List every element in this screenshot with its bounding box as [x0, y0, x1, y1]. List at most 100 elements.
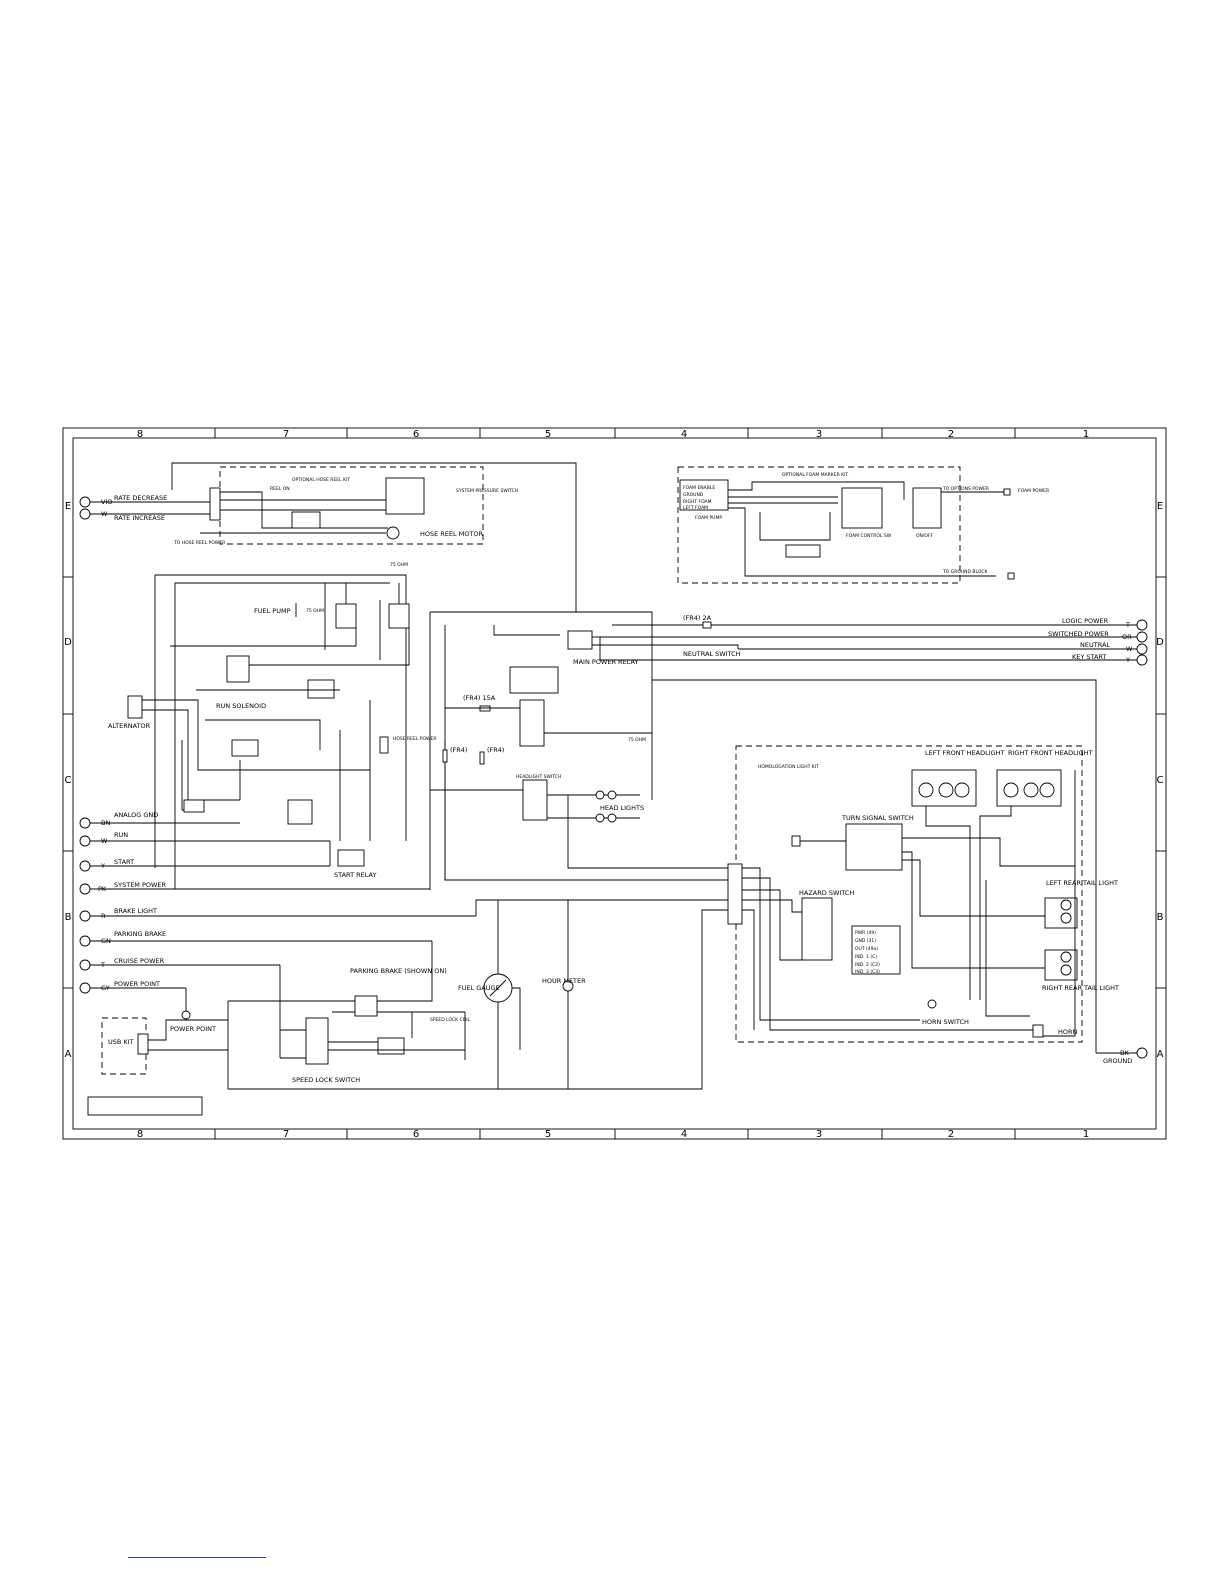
headlight-switch-label: HEADLIGHT SWITCH [516, 774, 561, 780]
connector-label-switched-power: SWITCHED POWER [1048, 630, 1109, 638]
footer-rule [128, 1557, 266, 1558]
hour-meter-label: HOUR METER [542, 977, 586, 985]
hose-reel-power-label: HOSE REEL POWER [393, 736, 436, 742]
fuse-label: (FR4) [450, 746, 467, 754]
on-off-label: ON/OFF [916, 533, 934, 539]
connector-label-start: START [114, 858, 134, 866]
foam-power-label: FOAM POWER [1018, 488, 1049, 494]
head-light-lamp [595, 790, 605, 800]
resistor-75-ohm-label: 75 OHM [628, 737, 646, 743]
column-labels-top: 8 7 6 5 4 3 2 1 [137, 429, 1089, 440]
svg-text:OUT (49a): OUT (49a) [855, 946, 878, 952]
left-rear-tail-light-label: LEFT REAR TAIL LIGHT [1046, 879, 1118, 887]
svg-text:IND. 2 (C2): IND. 2 (C2) [855, 962, 880, 968]
foam-kit-title: OPTIONAL FOAM MARKER KIT [782, 472, 848, 478]
fuse-2a [702, 621, 712, 629]
connector-label-system-power: SYSTEM POWER [114, 881, 167, 889]
head-light-lamp [607, 813, 617, 823]
to-ground-block-label: TO GROUND BLOCK [942, 569, 989, 575]
zone-col-label: 6 [413, 429, 419, 440]
hose-reel-motor-label: HOSE REEL MOTOR [420, 530, 484, 538]
speed-lock-coil-label: SPEED LOCK COIL [430, 1017, 471, 1023]
connector-label-key-start: KEY START [1072, 653, 1106, 661]
wire-code: W [101, 510, 108, 518]
fuse-15a [479, 705, 491, 712]
relay-panel [509, 666, 559, 694]
homologation-connector [727, 863, 743, 925]
run-solenoid-label: RUN SOLENOID [216, 702, 266, 710]
zone-col-label: 1 [1083, 429, 1089, 440]
zone-row-label: A [65, 1049, 72, 1060]
zone-col-label: 4 [681, 1129, 687, 1140]
alternator-label: ALTERNATOR [108, 722, 151, 730]
zone-row-label: D [1156, 637, 1164, 648]
fuse-label: (FR4) [487, 746, 504, 754]
fuel-relay [388, 603, 410, 629]
svg-text:FOAM ENABLE: FOAM ENABLE [683, 485, 715, 491]
wire-code: VIO [101, 498, 112, 506]
usb-kit-connector [137, 1033, 149, 1055]
parking-brake-area: PARKING BRAKE (SHOWN ON) SPEED LOCK COIL… [280, 967, 471, 1084]
start-relay-label: START RELAY [334, 871, 376, 879]
alternator: ALTERNATOR [108, 695, 370, 801]
turn-signal-switch-box [845, 823, 903, 871]
usb-kit-label: USB KIT [108, 1038, 134, 1046]
connector-label-rate-increase: RATE INCREASE [114, 514, 165, 522]
left-connectors: VIO RATE DECREASE W RATE INCREASE BN ANA… [79, 494, 476, 994]
fuel-pump-area: FUEL PUMP 75 OHM 75 OHM [170, 562, 410, 699]
usb-kit-area: USB KIT POWER POINT [101, 988, 228, 1075]
right-rear-tail-light-box [1044, 949, 1078, 981]
zone-col-label: 4 [681, 429, 687, 440]
svg-text:OR: OR [1122, 633, 1132, 641]
gauges: FUEL GAUGE HOUR METER [458, 973, 586, 1050]
zone-col-label: 8 [137, 1129, 143, 1140]
turn-signal-switch-label: TURN SIGNAL SWITCH [841, 814, 914, 822]
homologation-kit: HOMOLOGATION LIGHT KIT LEFT FRONT HEADLI… [727, 745, 1119, 1043]
wire-code: W [101, 837, 108, 845]
headlight-switch: HEADLIGHT SWITCH HEAD LIGHTS [430, 774, 644, 823]
relay-panel-2 [519, 699, 545, 747]
left-rear-tail-light-box [1044, 897, 1078, 929]
parking-brake-label: PARKING BRAKE (SHOWN ON) [350, 967, 447, 975]
foam-on-off-switch [912, 487, 942, 529]
zone-col-label: 3 [816, 429, 822, 440]
connector-label-logic-power: LOGIC POWER [1062, 617, 1109, 625]
wire-code: GY [101, 984, 110, 992]
zone-col-label: 7 [283, 429, 289, 440]
main-power-relay: MAIN POWER RELAY NEUTRAL SWITCH 75 OHM [509, 630, 741, 747]
connector-label-parking-brake: PARKING BRAKE [114, 930, 166, 938]
outer-frame [62, 427, 1167, 1140]
connector-label-neutral: NEUTRAL [1080, 641, 1110, 649]
hose-reel-connector [209, 487, 221, 521]
reel-on-label: REEL ON [270, 486, 290, 492]
column-labels-bottom: 8 7 6 5 4 3 2 1 [137, 1129, 1089, 1140]
zone-row-label: E [1157, 501, 1163, 512]
svg-text:RIGHT FOAM: RIGHT FOAM [683, 499, 712, 505]
fuse-area: HOSE REEL POWER (FR4) 2A (FR4) 15A (FR4)… [379, 614, 712, 765]
fuse-15a-label: (FR4) 15A [463, 694, 496, 702]
horn-symbol [1032, 1024, 1044, 1038]
speed-lock-switch-label: SPEED LOCK SWITCH [292, 1076, 360, 1084]
connector-label-analog-gnd: ANALOG GND [114, 811, 158, 819]
speed-lock-relay [377, 1037, 405, 1055]
hour-meter-symbol [562, 980, 574, 992]
zone-row-label: C [1157, 775, 1164, 786]
to-hose-reel-power-label: TO HOSE REEL POWER [173, 540, 225, 546]
hazard-switch-box [801, 897, 833, 961]
hose-reel-power-connector [379, 736, 389, 754]
connector-pin [79, 496, 91, 508]
svg-text:W: W [1126, 645, 1133, 653]
wire-code: PK [98, 885, 107, 893]
row-labels: E D C B A E D C B A [64, 501, 1164, 1060]
fuel-pump-relay [335, 603, 357, 629]
connector-pin [79, 508, 91, 520]
flasher-table [851, 925, 901, 975]
fuse-2a-label: (FR4) 2A [683, 614, 712, 622]
wire-code: BN [101, 819, 110, 827]
zone-col-label: 6 [413, 1129, 419, 1140]
hose-reel-kit-title: OPTIONAL HOSE REEL KIT [292, 477, 350, 483]
zone-col-label: 1 [1083, 1129, 1089, 1140]
connector-label-rate-decrease: RATE DECREASE [114, 494, 167, 502]
svg-text:IND. 3 (C3): IND. 3 (C3) [855, 969, 880, 975]
